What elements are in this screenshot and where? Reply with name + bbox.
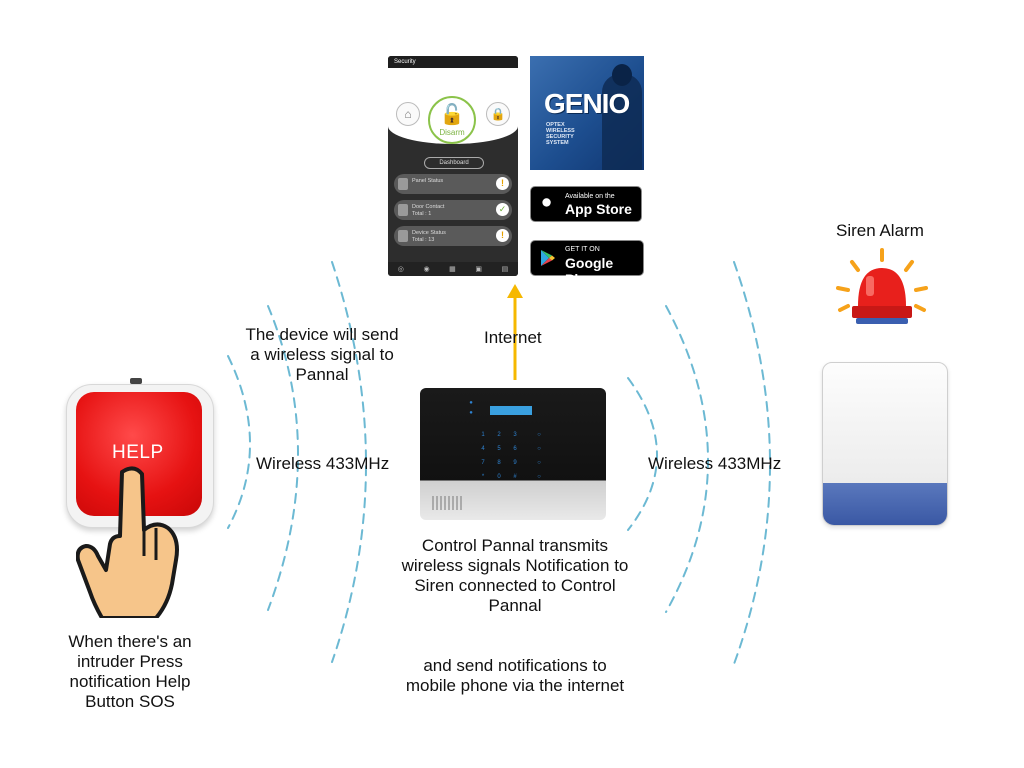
disarm-label: Disarm: [439, 128, 465, 137]
siren-blue-band: [823, 483, 947, 525]
unlock-icon: 🔓: [439, 104, 465, 126]
app-title: Security: [388, 56, 518, 68]
nav-icon[interactable]: ◉: [423, 266, 430, 273]
control-panel-caption: Control Pannal transmits wireless signal…: [401, 536, 629, 615]
siren-alarm-label: Siren Alarm: [836, 221, 924, 240]
warning-icon: !: [496, 229, 509, 242]
app-store-badge[interactable]: ⚫ Available on the App Store: [530, 186, 642, 222]
device-signal-caption: The device will send a wireless signal t…: [245, 325, 399, 384]
internet-label: Internet: [484, 328, 542, 347]
pointing-hand-icon: [76, 466, 179, 618]
intruder-caption: When there's an intruder Press notificat…: [68, 632, 192, 711]
dashboard-tab[interactable]: Dashboard: [424, 157, 484, 169]
genio-word: GENIO: [544, 88, 630, 119]
wireless-right-label: Wireless 433MHz: [648, 454, 782, 473]
notifications-caption: and send notifications to mobile phone v…: [405, 656, 625, 695]
nav-icon[interactable]: ▦: [449, 266, 456, 273]
device-icon: [398, 230, 408, 242]
google-play-icon: [541, 250, 555, 266]
help-button-label: HELP: [112, 442, 164, 463]
control-panel-device: ● ● 1 2 3 ○ 4 5 6 ○ 7 8 9 ○ * 0 # ○: [420, 388, 606, 520]
siren-unit: [822, 362, 948, 526]
row-sub: Total : 1: [412, 211, 432, 217]
genio-subtitle: OPTEX WIRELESS SECURITY SYSTEM: [546, 122, 575, 146]
google-play-badge[interactable]: GET IT ON Google Play: [530, 240, 644, 287]
wave-left-1: [227, 355, 251, 529]
wave-right-1: [627, 377, 658, 531]
wave-left-2: [267, 305, 299, 611]
nav-icon[interactable]: ◎: [397, 266, 404, 273]
guard-silhouette: [602, 74, 642, 170]
list-item[interactable]: Panel Status !: [394, 174, 512, 194]
app-header: ⌂ 🔓 Disarm 🔒: [388, 68, 518, 144]
row-label: Device Status: [412, 230, 446, 236]
door-icon: [398, 204, 408, 216]
check-icon: ✓: [496, 203, 509, 216]
nav-icon[interactable]: ▣: [475, 266, 482, 273]
disarm-button[interactable]: 🔓 Disarm: [428, 96, 476, 144]
siren-lamp-icon: [836, 248, 928, 324]
wave-left-3: [331, 261, 367, 663]
apple-icon: ⚫: [539, 193, 555, 213]
panel-icon: [398, 178, 408, 190]
row-label: Door Contact: [412, 204, 445, 210]
app-bottom-nav: ◎ ◉ ▦ ▣ ▤: [388, 262, 518, 276]
lcd-display: [490, 406, 532, 415]
row-sub: Total : 13: [412, 237, 435, 243]
speaker-grille: [432, 496, 462, 510]
warning-icon: !: [496, 177, 509, 190]
internet-arrow-head: [507, 284, 523, 298]
mobile-app-screenshot: Security ⌂ 🔓 Disarm 🔒 Dashboard Panel St…: [388, 56, 518, 276]
wave-right-3: [733, 261, 771, 665]
lock-icon[interactable]: 🔒: [486, 102, 510, 126]
wireless-left-label: Wireless 433MHz: [256, 454, 390, 473]
row-label: Panel Status: [412, 178, 444, 184]
home-icon[interactable]: ⌂: [396, 102, 420, 126]
nav-icon[interactable]: ▤: [501, 266, 509, 273]
wave-right-2: [665, 305, 709, 613]
status-led: [130, 378, 142, 384]
genio-logo: GENIO OPTEX WIRELESS SECURITY SYSTEM: [530, 56, 644, 170]
